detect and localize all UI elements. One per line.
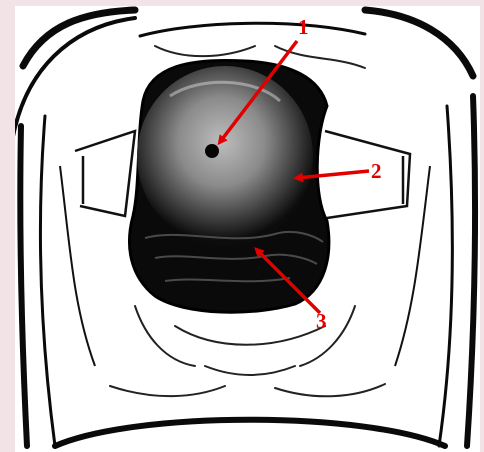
- specimen-drawing: 1 2 3: [15, 6, 480, 452]
- specimen-image: 1 2 3: [15, 6, 480, 452]
- annotation-label-1: 1: [298, 15, 309, 39]
- grey-sphere: [137, 66, 313, 246]
- annotation-label-2: 2: [371, 159, 382, 183]
- center-spot: [205, 144, 219, 158]
- annotation-label-3: 3: [316, 309, 327, 333]
